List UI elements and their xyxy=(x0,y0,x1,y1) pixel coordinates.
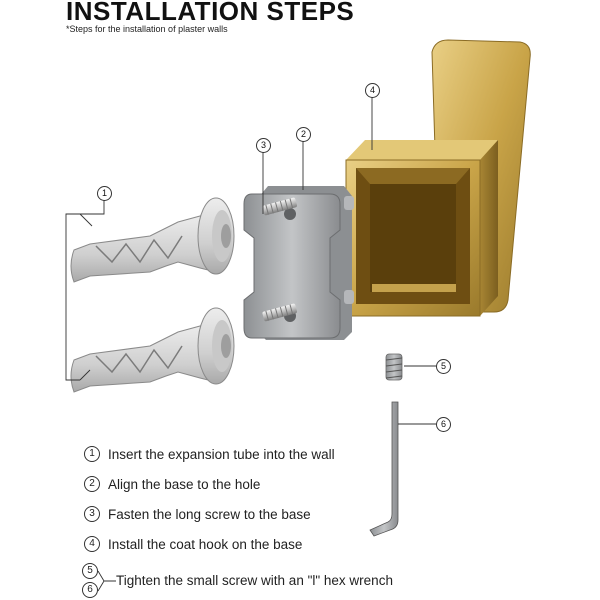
step-text: Tighten the small screw with an "l" hex … xyxy=(116,573,393,588)
base-plate-part xyxy=(243,186,354,340)
step-number: 2 xyxy=(84,476,100,492)
step-2: 2 Align the base to the hole xyxy=(84,476,260,492)
hex-wrench-part xyxy=(369,401,399,537)
step-text: Install the coat hook on the base xyxy=(108,536,303,552)
coat-hook-part xyxy=(345,39,531,317)
callout-base: 2 xyxy=(296,127,311,142)
step-4: 4 Install the coat hook on the base xyxy=(84,536,302,552)
small-set-screw-part xyxy=(385,353,403,381)
callout-hook: 4 xyxy=(365,83,380,98)
step-1: 1 Insert the expansion tube into the wal… xyxy=(84,446,335,462)
long-screws-part xyxy=(262,197,297,322)
page-title: INSTALLATION STEPS xyxy=(66,0,355,26)
step-5-6: 5 6 Tighten the small screw with an "l" … xyxy=(82,561,402,599)
step-bracket xyxy=(98,570,116,592)
callout-hex-wrench: 6 xyxy=(436,417,451,432)
step-number: 5 xyxy=(82,563,98,579)
step-text: Align the base to the hole xyxy=(108,476,261,492)
expansion-anchor-top xyxy=(70,197,235,283)
anchor-pointer-bottom xyxy=(79,369,91,381)
callout-small-screw: 5 xyxy=(436,359,451,374)
callout-anchor: 1 xyxy=(97,186,112,201)
page-subtitle: *Steps for the installation of plaster w… xyxy=(66,24,228,34)
expansion-anchor-bottom xyxy=(70,307,235,393)
step-number: 6 xyxy=(82,582,98,598)
step-number: 1 xyxy=(84,446,100,462)
step-3: 3 Fasten the long screw to the base xyxy=(84,506,311,522)
anchor-pointer-top xyxy=(79,213,93,227)
leader-lines xyxy=(65,96,436,425)
step-text: Fasten the long screw to the base xyxy=(108,506,311,522)
callout-screw: 3 xyxy=(256,138,271,153)
step-number: 4 xyxy=(84,536,100,552)
step-text: Insert the expansion tube into the wall xyxy=(108,446,335,462)
step-number: 3 xyxy=(84,506,100,522)
